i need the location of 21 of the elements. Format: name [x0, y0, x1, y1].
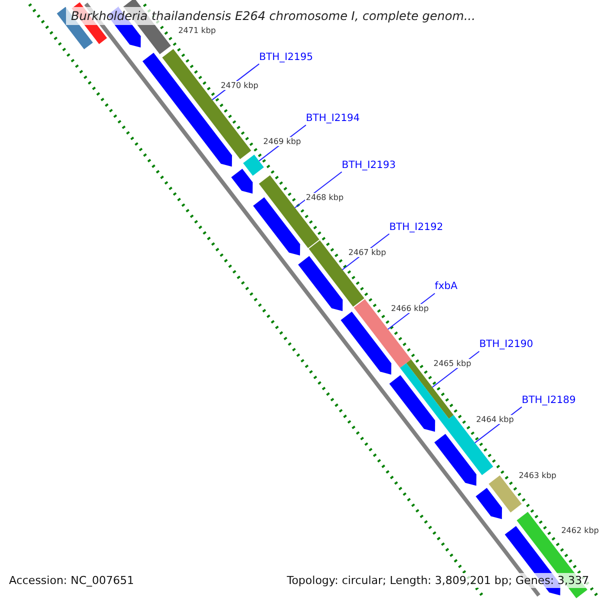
scale-label: 2471 kbp — [177, 26, 217, 35]
gene-label: fxbA — [434, 280, 458, 294]
scale-label: 2466 kbp — [390, 304, 430, 313]
scale-label: 2465 kbp — [432, 359, 472, 368]
gene-label: BTH_I2190 — [479, 338, 534, 352]
scale-label: 2463 kbp — [518, 470, 558, 480]
scale-label: 2462 kbp — [560, 526, 600, 535]
gene-label: BTH_I2195 — [259, 50, 313, 64]
scale-label: 2468 kbp — [304, 192, 345, 202]
scale-label: 2470 kbp — [220, 81, 260, 90]
gene-label: BTH_I2192 — [389, 220, 444, 234]
gene-bar — [243, 154, 264, 176]
scale-label: 2467 kbp — [347, 248, 388, 258]
gene-label: BTH_I2194 — [306, 112, 360, 126]
scale-label: 2469 kbp — [262, 137, 302, 146]
genome-info-text: Topology: circular; Length: 3,809,201 bp; Genes: 3,337 — [284, 573, 592, 588]
gene-label: BTH_I2193 — [342, 158, 396, 172]
gene-bar — [406, 359, 454, 419]
scale-label: 2464 kbp — [475, 414, 515, 424]
gene-bar — [354, 299, 412, 368]
gene-label: BTH_I2189 — [522, 394, 576, 407]
